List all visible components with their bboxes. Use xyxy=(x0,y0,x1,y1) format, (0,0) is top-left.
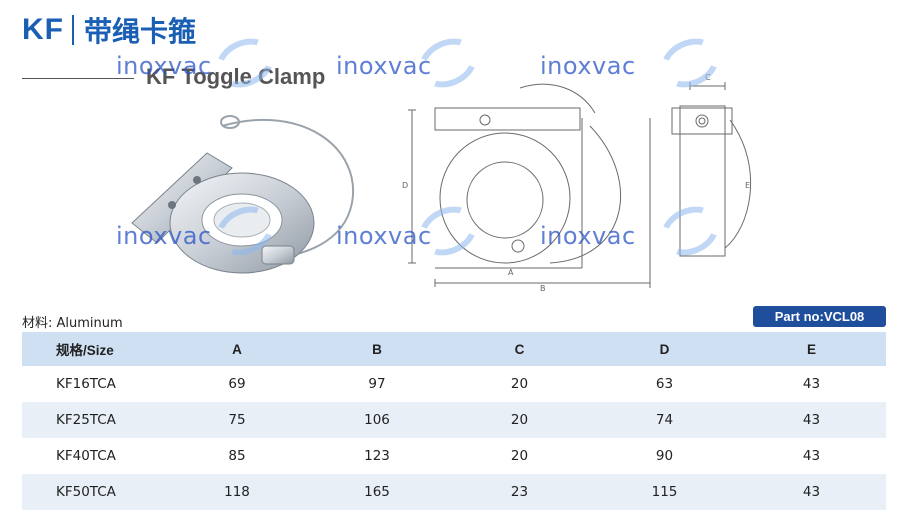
table-row: KF40TCA 85 123 20 90 43 xyxy=(22,438,886,474)
product-photo xyxy=(131,115,355,274)
header-d: D xyxy=(659,341,670,357)
watermark-text: inoxvac xyxy=(116,222,212,250)
cell-b: 123 xyxy=(364,448,390,464)
cell-d: 90 xyxy=(655,448,674,464)
spec-table: 规格/Size A B C D E KF16TCA 69 97 20 63 43… xyxy=(22,332,886,510)
technical-drawing: D A B C E xyxy=(402,73,751,293)
dim-label-e: E xyxy=(745,181,750,190)
cell-c: 20 xyxy=(510,412,529,428)
cell-a: 85 xyxy=(228,448,246,464)
part-number-badge: Part no:VCL08 xyxy=(753,306,886,327)
dim-label-d: D xyxy=(402,181,408,190)
cell-a: 75 xyxy=(228,412,246,428)
cell-b: 165 xyxy=(364,484,390,500)
cell-d: 63 xyxy=(655,376,674,392)
watermark-text: inoxvac xyxy=(336,222,432,250)
product-title-cn: 带绳卡箍 xyxy=(84,15,197,48)
brand-label: KF xyxy=(22,13,64,46)
header-e: E xyxy=(806,341,816,357)
dim-label-b: B xyxy=(540,284,546,293)
page-header: KF 带绳卡箍 xyxy=(22,12,196,48)
cell-size: KF25TCA xyxy=(56,412,116,428)
header-c: C xyxy=(514,341,525,357)
table-header-row: 规格/Size A B C D E xyxy=(22,332,886,366)
product-subtitle: KF Toggle Clamp xyxy=(146,64,326,89)
table-row: KF25TCA 75 106 20 74 43 xyxy=(22,402,886,438)
cell-a: 118 xyxy=(224,484,250,500)
dim-label-c: C xyxy=(705,73,711,82)
header-a: A xyxy=(232,341,242,357)
cell-c: 23 xyxy=(510,484,529,500)
cell-d: 74 xyxy=(655,412,674,428)
cell-e: 43 xyxy=(802,484,821,500)
cell-b: 97 xyxy=(368,376,386,392)
table-row: KF16TCA 69 97 20 63 43 xyxy=(22,366,886,402)
cell-size: KF16TCA xyxy=(56,376,116,392)
watermark-text: inoxvac xyxy=(540,222,636,250)
cell-b: 106 xyxy=(364,412,390,428)
table-row: KF50TCA 118 165 23 115 43 xyxy=(22,474,886,510)
header-size: 规格/Size xyxy=(56,343,114,358)
cell-e: 43 xyxy=(802,412,821,428)
cell-size: KF50TCA xyxy=(56,484,116,500)
cell-e: 43 xyxy=(802,376,821,392)
dim-label-a: A xyxy=(508,268,514,277)
cell-d: 115 xyxy=(651,484,678,500)
material-label: 材料: Aluminum xyxy=(22,316,123,331)
cell-size: KF40TCA xyxy=(56,448,116,464)
subtitle-rule xyxy=(22,78,134,79)
watermark-text: inoxvac xyxy=(540,52,636,80)
header-divider xyxy=(72,15,74,45)
header-b: B xyxy=(372,341,382,357)
cell-e: 43 xyxy=(802,448,821,464)
watermark-text: inoxvac xyxy=(336,52,432,80)
cell-a: 69 xyxy=(228,376,246,392)
cell-c: 20 xyxy=(510,448,529,464)
cell-c: 20 xyxy=(510,376,529,392)
watermark-text: inoxvac xyxy=(116,52,212,80)
